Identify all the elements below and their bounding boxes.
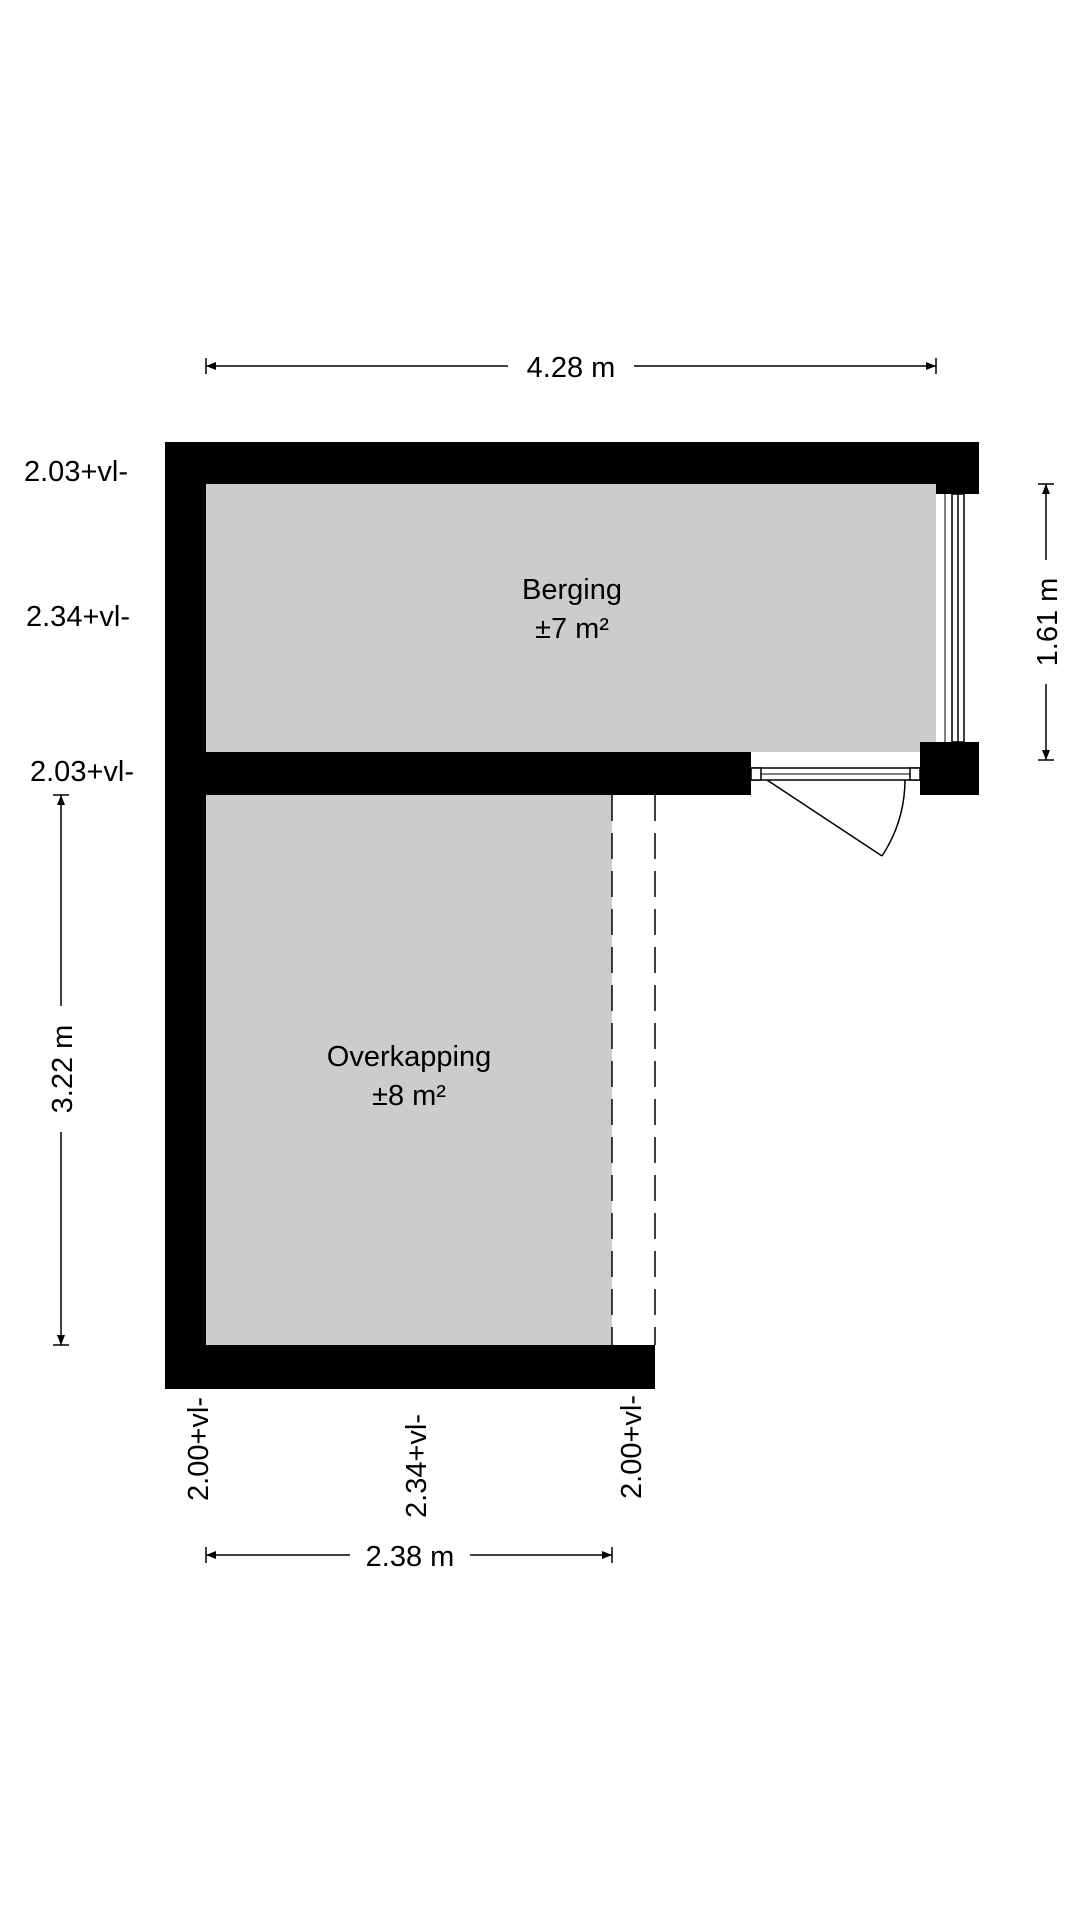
wall-right-bottom-segment [920,742,979,795]
height-bottom-right: 2.00+vl- [616,1395,648,1499]
height-lower-left: 2.03+vl- [30,756,134,788]
wall-middle [206,752,751,795]
dimension-top-label: 4.28 m [527,352,616,384]
window-right [944,493,965,743]
dimension-right-label: 1.61 m [1032,578,1064,667]
door [750,767,921,857]
wall-bottom [165,1345,655,1389]
dimension-top [205,358,937,374]
dimension-bottom [205,1547,613,1563]
dimension-right [1038,483,1054,761]
overkapping-name: Overkapping [327,1041,491,1073]
berging-floor [206,484,936,752]
berging-area: ±7 m² [535,613,609,645]
walls [165,442,979,1389]
wall-top [165,442,979,484]
open-side [611,795,656,1345]
height-bottom-mid: 2.34+vl- [401,1414,433,1518]
dimension-left [53,794,69,1346]
wall-left [165,442,206,1389]
overkapping-floor [206,795,612,1345]
dimension-left-label: 3.22 m [47,1025,79,1114]
height-bottom-left: 2.00+vl- [183,1397,215,1501]
height-mid-left: 2.34+vl- [26,601,130,633]
overkapping-area: ±8 m² [372,1080,446,1112]
height-top-left: 2.03+vl- [24,456,128,488]
dimension-bottom-label: 2.38 m [366,1541,455,1573]
wall-right-top-segment [936,442,979,494]
berging-name: Berging [522,574,622,606]
